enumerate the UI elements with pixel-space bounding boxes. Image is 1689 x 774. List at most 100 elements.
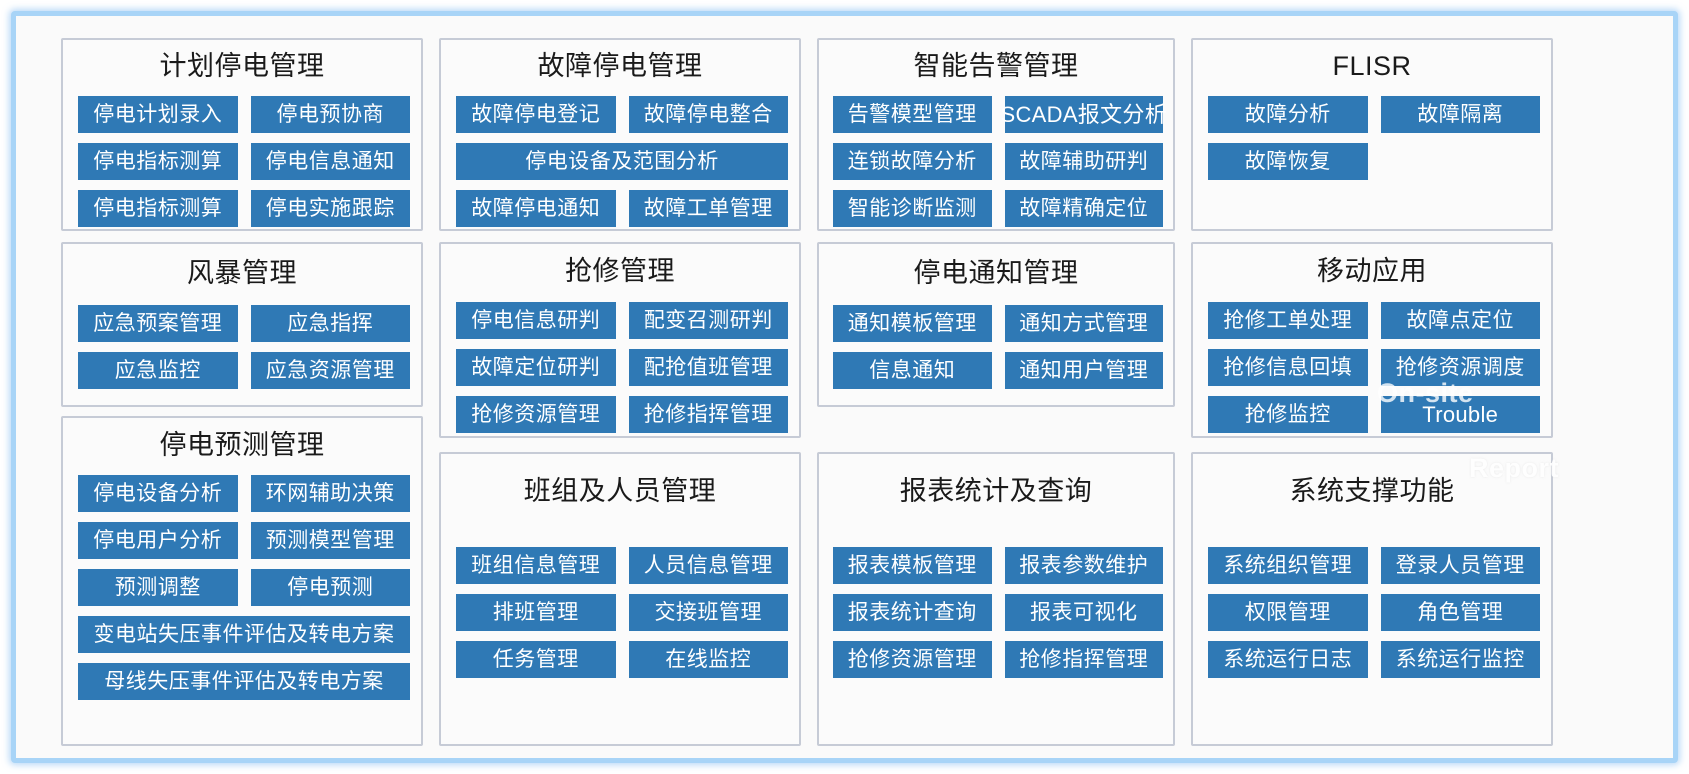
button-grid: 报表模板管理 报表参数维护 报表统计查询 报表可视化 抢修资源管理 抢修指挥管理 [833, 547, 1163, 678]
panel-title: 风暴管理 [187, 258, 297, 288]
module-button[interactable]: SCADA报文分析 [1001, 96, 1167, 133]
button-grid: 应急预案管理 应急指挥 应急监控 应急资源管理 [78, 305, 410, 389]
module-button[interactable]: 通知模板管理 [833, 305, 992, 342]
module-button[interactable]: 抢修工单处理 [1208, 302, 1368, 339]
module-button[interactable]: 母线失压事件评估及转电方案 [78, 663, 410, 700]
button-grid: 通知模板管理 通知方式管理 信息通知 通知用户管理 [833, 305, 1163, 389]
module-button[interactable]: 抢修资源调度 [1380, 349, 1540, 386]
module-button[interactable]: 停电信息通知 [250, 143, 410, 180]
module-button[interactable]: 故障恢复 [1208, 143, 1368, 180]
module-button[interactable]: 系统组织管理 [1208, 547, 1368, 584]
module-button[interactable]: 告警模型管理 [833, 96, 992, 133]
module-button[interactable]: 停电预协商 [250, 96, 410, 133]
module-button[interactable]: 停电用户分析 [78, 522, 238, 559]
module-button[interactable]: 应急资源管理 [250, 352, 410, 389]
module-button[interactable]: 角色管理 [1380, 594, 1540, 631]
panel-title: 移动应用 [1317, 256, 1427, 286]
module-button[interactable]: 连锁故障分析 [833, 143, 992, 180]
module-button[interactable]: 停电实施跟踪 [250, 190, 410, 227]
panel-intelligent-alarm-management: 智能告警管理 告警模型管理 SCADA报文分析 连锁故障分析 故障辅助研判 智能… [817, 38, 1175, 231]
module-button[interactable]: 停电计划录入 [78, 96, 238, 133]
panel-title: FLISR [1332, 51, 1412, 81]
panel-outage-forecast-management: 停电预测管理 停电设备分析 环网辅助决策 停电用户分析 预测模型管理 预测调整 … [61, 416, 423, 746]
module-board: 计划停电管理 停电计划录入 停电预协商 停电指标测算 停电信息通知 停电指标测算… [16, 16, 1673, 758]
panel-title: 报表统计及查询 [899, 476, 1093, 506]
module-button[interactable]: 权限管理 [1208, 594, 1368, 631]
module-button[interactable]: 报表参数维护 [1004, 547, 1163, 584]
module-button[interactable]: 故障工单管理 [628, 190, 788, 227]
module-button[interactable]: 报表模板管理 [833, 547, 992, 584]
module-button[interactable]: 报表可视化 [1004, 594, 1163, 631]
application-frame: 计划停电管理 停电计划录入 停电预协商 停电指标测算 停电信息通知 停电指标测算… [11, 11, 1678, 763]
module-button[interactable]: 通知用户管理 [1004, 352, 1163, 389]
module-button[interactable]: 停电设备分析 [78, 475, 238, 512]
module-button[interactable]: 预测调整 [78, 569, 238, 606]
module-button[interactable]: 变电站失压事件评估及转电方案 [78, 616, 410, 653]
module-button[interactable]: 人员信息管理 [628, 547, 788, 584]
module-button[interactable]: 预测模型管理 [250, 522, 410, 559]
panel-title: 智能告警管理 [913, 51, 1079, 81]
module-button[interactable]: 停电设备及范围分析 [456, 143, 788, 180]
module-button[interactable]: 任务管理 [456, 641, 616, 678]
module-button[interactable]: 环网辅助决策 [250, 475, 410, 512]
panel-flisr: FLISR 故障分析 故障隔离 故障恢复 [1191, 38, 1553, 231]
module-button[interactable]: 应急指挥 [250, 305, 410, 342]
module-button[interactable]: 停电信息研判 [456, 302, 616, 339]
module-button[interactable]: 故障停电整合 [628, 96, 788, 133]
module-button[interactable]: 故障停电通知 [456, 190, 616, 227]
module-button[interactable]: 停电预测 [250, 569, 410, 606]
module-button[interactable]: 通知方式管理 [1004, 305, 1163, 342]
module-button[interactable]: 抢修资源管理 [833, 641, 992, 678]
panel-mobile-application: 移动应用 抢修工单处理 故障点定位 抢修信息回填 抢修资源调度 抢修监控 Tro… [1191, 242, 1553, 438]
module-button[interactable]: 故障点定位 [1380, 302, 1540, 339]
module-button[interactable]: 报表统计查询 [833, 594, 992, 631]
module-button[interactable]: 在线监控 [628, 641, 788, 678]
panel-storm-management: 风暴管理 应急预案管理 应急指挥 应急监控 应急资源管理 [61, 242, 423, 407]
module-button[interactable]: 应急预案管理 [78, 305, 238, 342]
module-button[interactable]: Trouble [1380, 396, 1540, 433]
module-button[interactable]: 停电指标测算 [78, 190, 238, 227]
module-button[interactable]: 抢修指挥管理 [1004, 641, 1163, 678]
module-button[interactable]: 班组信息管理 [456, 547, 616, 584]
module-button[interactable]: 信息通知 [833, 352, 992, 389]
module-button[interactable]: 抢修指挥管理 [628, 396, 788, 433]
panel-title: 停电预测管理 [159, 430, 325, 460]
module-button[interactable]: 智能诊断监测 [833, 190, 992, 227]
module-button[interactable]: 抢修信息回填 [1208, 349, 1368, 386]
module-button[interactable]: 抢修资源管理 [456, 396, 616, 433]
panel-title: 故障停电管理 [537, 51, 703, 81]
module-button[interactable]: 故障分析 [1208, 96, 1368, 133]
module-button[interactable]: 配抢值班管理 [628, 349, 788, 386]
module-button[interactable]: 故障精确定位 [1004, 190, 1163, 227]
panel-title: 停电通知管理 [913, 258, 1079, 288]
button-grid: 故障分析 故障隔离 故障恢复 [1208, 96, 1540, 180]
module-button[interactable]: 抢修监控 [1208, 396, 1368, 433]
module-button[interactable]: 配变召测研判 [628, 302, 788, 339]
panel-emergency-repair-management: 抢修管理 停电信息研判 配变召测研判 故障定位研判 配抢值班管理 抢修资源管理 … [439, 242, 801, 438]
module-button[interactable]: 应急监控 [78, 352, 238, 389]
panel-outage-notification-management: 停电通知管理 通知模板管理 通知方式管理 信息通知 通知用户管理 [817, 242, 1175, 407]
button-grid: 系统组织管理 登录人员管理 权限管理 角色管理 系统运行日志 系统运行监控 [1208, 547, 1540, 678]
module-button[interactable]: 故障辅助研判 [1004, 143, 1163, 180]
panel-title: 计划停电管理 [159, 51, 325, 81]
module-button[interactable]: 故障停电登记 [456, 96, 616, 133]
module-button[interactable]: 系统运行日志 [1208, 641, 1368, 678]
panel-planned-outage-management: 计划停电管理 停电计划录入 停电预协商 停电指标测算 停电信息通知 停电指标测算… [61, 38, 423, 231]
button-grid: 停电信息研判 配变召测研判 故障定位研判 配抢值班管理 抢修资源管理 抢修指挥管… [456, 302, 788, 433]
module-button[interactable]: 停电指标测算 [78, 143, 238, 180]
panel-title: 系统支撑功能 [1289, 476, 1455, 506]
button-grid: 停电计划录入 停电预协商 停电指标测算 停电信息通知 停电指标测算 停电实施跟踪 [78, 96, 410, 227]
module-button[interactable]: 系统运行监控 [1380, 641, 1540, 678]
button-grid: 告警模型管理 SCADA报文分析 连锁故障分析 故障辅助研判 智能诊断监测 故障… [833, 96, 1167, 227]
module-button[interactable]: 故障定位研判 [456, 349, 616, 386]
button-grid: 停电设备分析 环网辅助决策 停电用户分析 预测模型管理 预测调整 停电预测 变电… [78, 475, 410, 700]
button-grid: 故障停电登记 故障停电整合 停电设备及范围分析 故障停电通知 故障工单管理 [456, 96, 788, 227]
module-button[interactable]: 排班管理 [456, 594, 616, 631]
module-button[interactable]: 交接班管理 [628, 594, 788, 631]
panel-system-support-functions: 系统支撑功能 系统组织管理 登录人员管理 权限管理 角色管理 系统运行日志 系统… [1191, 452, 1553, 746]
panel-fault-outage-management: 故障停电管理 故障停电登记 故障停电整合 停电设备及范围分析 故障停电通知 故障… [439, 38, 801, 231]
module-button[interactable]: 登录人员管理 [1380, 547, 1540, 584]
module-button[interactable]: 故障隔离 [1380, 96, 1540, 133]
panel-title: 抢修管理 [565, 256, 675, 286]
button-grid: 抢修工单处理 故障点定位 抢修信息回填 抢修资源调度 抢修监控 Trouble [1208, 302, 1540, 433]
